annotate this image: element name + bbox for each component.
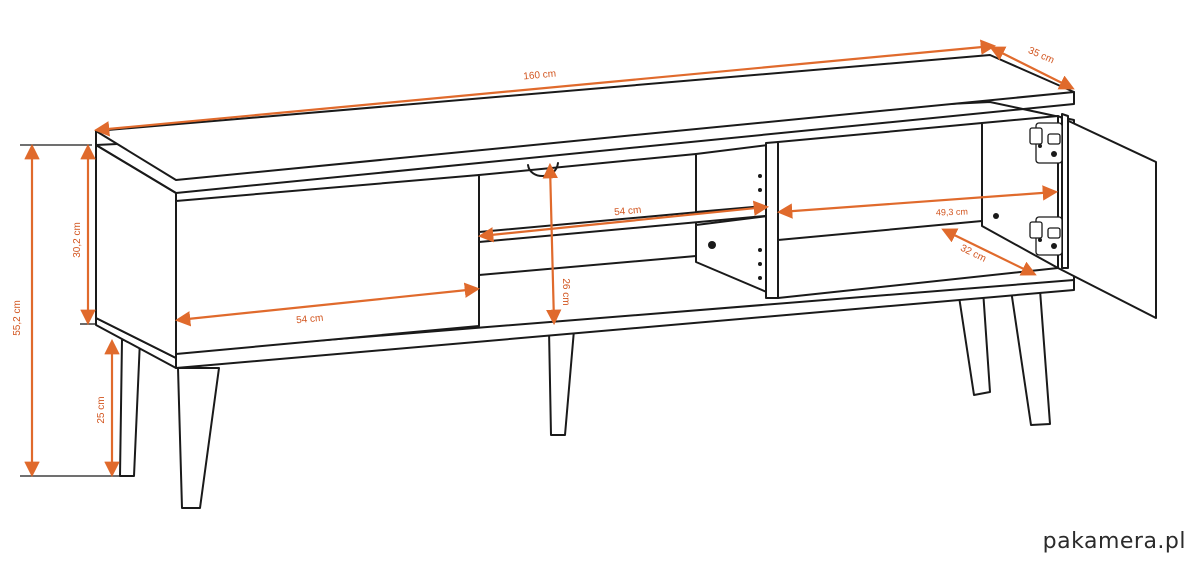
hinge-lower [1029,216,1063,256]
leg-back-right [957,289,991,396]
dim-depth-label: 35 cm [1026,45,1055,66]
dim-body-height-label: 30,2 cm [72,222,83,258]
middle-divider-upper [695,143,777,213]
right-door-edge [1061,113,1069,269]
dim-left-width-label: 54 cm [296,313,324,327]
left-door [175,174,480,355]
dim-middle-height-line [542,162,562,326]
hinge-upper [1029,122,1063,164]
dim-left-width-line [174,282,481,327]
leg-front-left [177,367,220,509]
dim-middle-width-label: 54 cm [614,205,642,219]
middle-right-post [765,141,779,299]
leg-front-right [1010,289,1051,426]
dim-right-depth-line [941,228,1037,276]
cabinet-body [95,54,1157,369]
shelf-pin-holes [708,174,762,280]
leg-middle [548,329,575,436]
watermark-logo: pakamera.pl [1042,529,1186,554]
dim-leg-height-label: 25 cm [96,396,107,423]
dim-middle-height-label: 26 cm [560,278,571,305]
dim-depth-line [989,46,1075,90]
dim-width-line [93,39,997,137]
dimension-lines: 160 cm 35 cm 55,2 cm 30,2 cm 25 cm 54 cm… [12,39,1075,478]
dim-total-height-label: 55,2 cm [12,300,23,336]
leg-back-left [119,339,141,477]
dim-right-width-label: 49,3 cm [936,206,968,217]
dim-width-label: 160 cm [523,69,557,83]
dim-middle-width-line [477,200,770,243]
dim-right-width-line [776,185,1059,219]
front-bottom-rail [175,279,1075,369]
top-panel-thickness [95,91,1075,194]
